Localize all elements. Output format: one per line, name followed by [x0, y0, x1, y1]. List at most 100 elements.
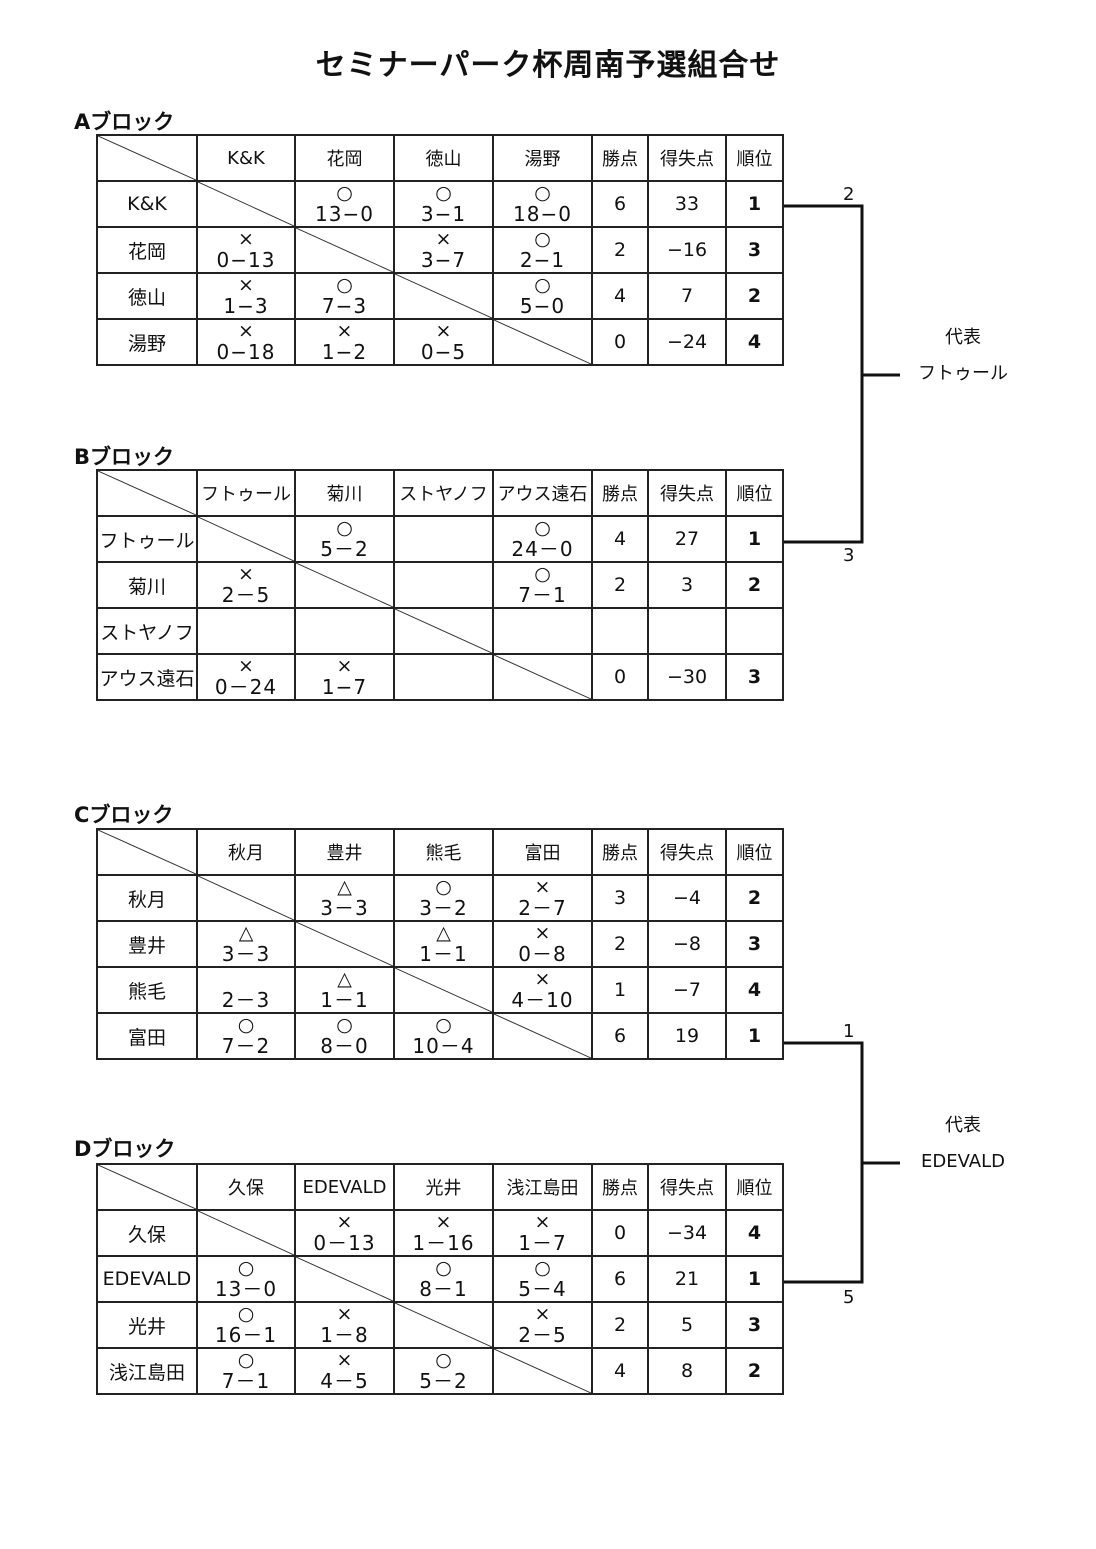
self-match-cell: [393, 966, 494, 1014]
block-label: Aブロック: [74, 110, 175, 134]
goal-diff-cell: 7: [647, 272, 727, 320]
match-result: [396, 529, 491, 550]
match-result-cell: △3－3: [196, 920, 296, 968]
match-result: ×0－24: [199, 656, 293, 698]
match-result: ×0－8: [495, 923, 590, 965]
rank-cell: 2: [725, 1347, 784, 1395]
match-result: ○8－1: [396, 1258, 491, 1300]
match-result-cell: ×0－8: [492, 920, 593, 968]
match-result: △1－1: [396, 923, 491, 965]
result-mark: ○: [435, 1349, 452, 1371]
column-header-team: フトゥール: [196, 469, 296, 517]
column-header-points: 勝点: [591, 1163, 649, 1211]
result-score: 5－4: [518, 1277, 567, 1301]
result-score: 13−0: [315, 202, 374, 226]
match-result: ○16－1: [199, 1303, 293, 1347]
match-result-cell: ○3－2: [393, 874, 494, 922]
result-score: 1−3: [223, 294, 269, 318]
match-result-cell: ×1－16: [393, 1209, 494, 1257]
bracket-1-rep-team: フトゥール: [918, 363, 1008, 384]
column-header-rank: 順位: [725, 469, 784, 517]
result-mark: ○: [435, 876, 452, 898]
goal-diff-cell: −24: [647, 318, 727, 366]
match-result: ○10－4: [396, 1015, 491, 1057]
result-mark: ×: [435, 228, 452, 250]
result-score: 16－1: [214, 1323, 278, 1347]
rank-cell: 4: [725, 966, 784, 1014]
result-score: 1−2: [321, 340, 368, 364]
row-team-name: 熊毛: [96, 966, 198, 1014]
match-result: ×1−7: [297, 656, 392, 699]
result-mark: ○: [534, 182, 551, 204]
result-score: 7－2: [221, 1034, 271, 1058]
result-score: 1−7: [321, 675, 368, 699]
match-result-cell: ×1−3: [196, 272, 296, 320]
table-row: ストヤノフ: [96, 607, 784, 655]
result-mark: ×: [238, 228, 254, 250]
match-result: ×2－5: [495, 1304, 590, 1347]
match-result-cell: ×2－7: [492, 874, 593, 922]
match-result: ×4－10: [495, 968, 590, 1012]
column-header-team: 熊毛: [393, 828, 494, 876]
column-header-team: 秋月: [196, 828, 296, 876]
table-header-row: フトゥール菊川ストヤノフアウス遠石勝点得失点順位: [96, 469, 784, 517]
match-result: ○24－0: [495, 518, 590, 561]
goal-diff-cell: 21: [647, 1255, 727, 1303]
result-mark: [243, 621, 249, 642]
rank-cell: 1: [725, 180, 784, 228]
bracket-2-bottom-score: 5: [843, 1287, 855, 1308]
match-result-cell: ○5－2: [393, 1347, 494, 1395]
match-result-cell: △1－1: [393, 920, 494, 968]
match-result-cell: ×2－5: [492, 1301, 593, 1349]
match-result: ○5－2: [396, 1349, 491, 1392]
result-score: 2－5: [518, 1323, 567, 1347]
column-header-team: アウス遠石: [492, 469, 593, 517]
result-mark: [539, 621, 545, 642]
match-result-cell: ○3−1: [393, 180, 494, 228]
row-team-name: 秋月: [96, 874, 198, 922]
goal-diff-cell: 8: [647, 1347, 727, 1395]
match-result-cell: △3－3: [294, 874, 395, 922]
column-header-goal-diff: 得失点: [647, 1163, 727, 1211]
match-result: ×2－7: [495, 877, 590, 919]
result-mark: △: [337, 876, 352, 898]
goal-diff-cell: 33: [647, 180, 727, 228]
result-mark: [243, 969, 249, 990]
bracket-1-rep-label: 代表: [945, 327, 981, 348]
goal-diff-cell: 5: [647, 1301, 727, 1349]
result-mark: ×: [238, 320, 254, 342]
points-cell: [591, 607, 649, 655]
goal-diff-cell: 27: [647, 515, 727, 563]
goal-diff-cell: 19: [647, 1012, 727, 1060]
match-result-cell: ○13－0: [196, 1255, 296, 1303]
match-result: ○13－0: [199, 1258, 293, 1300]
result-mark: ○: [237, 1303, 255, 1325]
column-header-team: 徳山: [393, 134, 494, 182]
points-cell: 4: [591, 1347, 649, 1395]
result-mark: ×: [534, 1211, 551, 1233]
result-score: 4－10: [511, 988, 574, 1012]
match-result: ○7−3: [297, 275, 392, 318]
result-score: 2−1: [519, 248, 566, 272]
result-mark: ×: [435, 320, 452, 342]
result-mark: ○: [435, 182, 452, 204]
corner-cell: [96, 1163, 198, 1211]
self-match-cell: [294, 920, 395, 968]
result-score: 7−3: [321, 294, 368, 318]
self-match-cell: [196, 874, 296, 922]
result-mark: ×: [534, 968, 551, 990]
match-result: ○7－1: [199, 1350, 293, 1392]
match-result: ○2−1: [495, 229, 590, 272]
result-score: 24－0: [511, 537, 574, 561]
match-result-cell: ×3−7: [393, 226, 494, 274]
match-result-cell: ○5－4: [492, 1255, 593, 1303]
match-result-cell: ○10－4: [393, 1012, 494, 1060]
points-cell: 0: [591, 318, 649, 366]
result-score: 0－13: [313, 1231, 376, 1255]
